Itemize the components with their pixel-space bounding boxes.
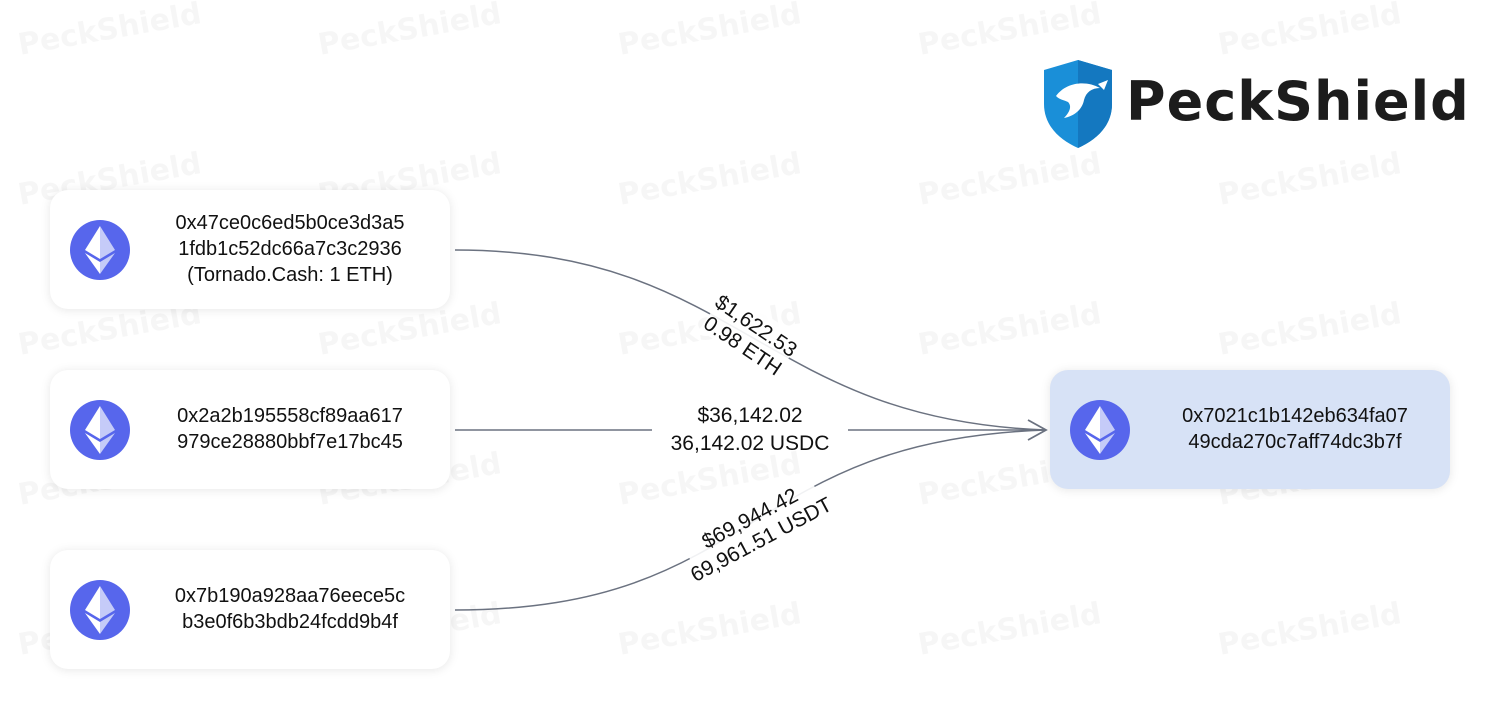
brand-name: PeckShield	[1126, 70, 1470, 133]
address-line: 0x2a2b195558cf89aa617	[177, 405, 403, 427]
ethereum-icon	[70, 580, 130, 640]
shield-icon	[1044, 60, 1112, 148]
source-node-1-address: 0x47ce0c6ed5b0ce3d3a5 1fdb1c52dc66a7c3c2…	[140, 210, 440, 288]
ethereum-icon	[1070, 400, 1130, 460]
source-node-3[interactable]: 0x7b190a928aa76eece5c b3e0f6b3bdb24fcdd9…	[50, 550, 450, 669]
target-node-address: 0x7021c1b142eb634fa07 49cda270c7aff74dc3…	[1145, 403, 1445, 455]
target-node[interactable]: 0x7021c1b142eb634fa07 49cda270c7aff74dc3…	[1050, 370, 1450, 489]
ethereum-icon	[70, 400, 130, 460]
address-line: 0x7b190a928aa76eece5c	[174, 585, 406, 607]
source-node-3-address: 0x7b190a928aa76eece5c b3e0f6b3bdb24fcdd9…	[140, 583, 440, 635]
address-line: 0x47ce0c6ed5b0ce3d3a5	[175, 212, 405, 234]
address-line: 1fdb1c52dc66a7c3c2936	[178, 238, 402, 260]
arrowhead-icon	[1027, 419, 1048, 441]
edge-3-label: $69,944.42 69,961.51 USDT	[679, 471, 836, 587]
edge-2-amount: 36,142.02 USDC	[671, 432, 830, 455]
address-line: 49cda270c7aff74dc3b7f	[1188, 431, 1402, 453]
peckshield-logo: PeckShield	[1040, 58, 1470, 150]
ethereum-icon	[70, 220, 130, 280]
edge-2-label: $36,142.02 36,142.02 USDC	[671, 404, 830, 455]
source-node-1[interactable]: 0x47ce0c6ed5b0ce3d3a5 1fdb1c52dc66a7c3c2…	[50, 190, 450, 309]
address-line: b3e0f6b3bdb24fcdd9b4f	[182, 611, 398, 633]
edge-1-label: $1,622.53 0.98 ETH	[699, 288, 802, 381]
address-line: 0x7021c1b142eb634fa07	[1182, 405, 1408, 427]
edge-2-usd: $36,142.02	[697, 404, 802, 427]
source-node-2-address: 0x2a2b195558cf89aa617 979ce28880bbf7e17b…	[140, 403, 440, 455]
source-node-2[interactable]: 0x2a2b195558cf89aa617 979ce28880bbf7e17b…	[50, 370, 450, 489]
address-line: 979ce28880bbf7e17bc45	[177, 431, 403, 453]
address-label: (Tornado.Cash: 1 ETH)	[187, 264, 393, 286]
